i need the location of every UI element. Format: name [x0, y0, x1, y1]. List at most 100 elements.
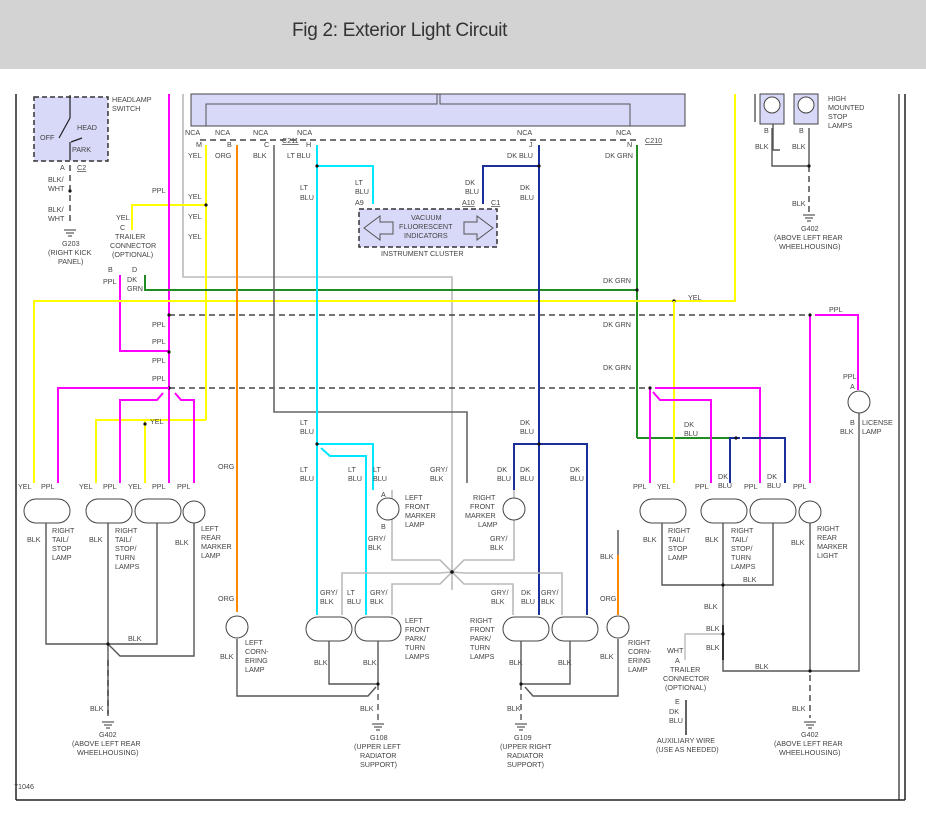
blk-label: BLK: [541, 597, 555, 606]
left-cornering-lamp: [225, 615, 249, 639]
yel-trailer-wire: [131, 204, 206, 230]
bulb-icon: [797, 96, 815, 114]
yel-label: YEL: [128, 482, 142, 491]
g108-label: (UPPER LEFT: [354, 742, 401, 751]
high-mounted-label: HIGH: [828, 94, 846, 103]
blk-label: BLK: [705, 535, 719, 544]
blk-label: BLK: [368, 543, 382, 552]
license-lamp: [847, 390, 871, 414]
pin-b: B: [381, 522, 386, 531]
dk-grn-label: DK GRN: [603, 276, 631, 285]
splice-dot: [721, 632, 725, 636]
left-rear-marker-label: LEFT: [201, 524, 219, 533]
lt-label: LT: [347, 588, 355, 597]
blk-label: BLK: [89, 535, 103, 544]
ground-g402-icon: [803, 214, 815, 222]
right-front-park-lamp-2: [551, 616, 599, 642]
ppl-label: PPL: [829, 305, 843, 314]
pin-m: M: [196, 140, 202, 149]
blk-label: BLK: [490, 543, 504, 552]
dk-blu-wire: [513, 443, 539, 490]
ground-g203-icon: [64, 229, 76, 237]
right-rear-marker-lamp: [798, 500, 822, 524]
turn-lamp-label: RIGHT: [731, 526, 754, 535]
dk-label: DK: [767, 472, 777, 481]
vfi-label: FLUORESCENT: [399, 222, 453, 231]
right-rear-ground-wires: [661, 94, 860, 672]
gry-label: GRY/: [320, 588, 337, 597]
figure-id: 71046: [14, 782, 34, 791]
yel-label: YEL: [188, 232, 202, 241]
splice-dot: [537, 442, 541, 446]
front-ground-wires: [236, 639, 619, 722]
right-front-park-label: LAMPS: [470, 652, 495, 661]
blk-label: BLK: [840, 427, 854, 436]
module-internal-lines: [205, 94, 631, 126]
ppl-label: PPL: [152, 374, 166, 383]
blu-label: BLU: [348, 474, 362, 483]
dk-blu-wire: [742, 437, 786, 483]
ppl-wire: [119, 392, 164, 483]
right-cornering-label: LAMP: [628, 665, 648, 674]
high-mounted-label: STOP: [828, 112, 848, 121]
blk-label: BLK: [491, 597, 505, 606]
g109-label: SUPPORT): [507, 760, 544, 769]
left-front-park-label: LAMPS: [405, 652, 430, 661]
yel-label: YEL: [18, 482, 32, 491]
left-rear-marker-label: REAR: [201, 533, 221, 542]
left-cornering-label: LEFT: [245, 638, 263, 647]
splice-dot: [315, 442, 319, 446]
blk-label: BLK: [792, 199, 806, 208]
lt-label: LT: [373, 465, 381, 474]
right-front-marker-label: LAMP: [478, 520, 498, 529]
left-front-marker-label: MARKER: [405, 511, 436, 520]
turn-lamp-label: STOP/: [731, 544, 752, 553]
c210-label: C210: [645, 136, 662, 145]
splice-dot: [807, 164, 811, 168]
dk-grn-trailer-wire: [144, 275, 637, 291]
high-mounted-label: MOUNTED: [828, 103, 864, 112]
dk-blu-wire: [729, 437, 740, 483]
ppl-label: PPL: [152, 320, 166, 329]
g109-label: RADIATOR: [507, 751, 543, 760]
gry-label: GRY/: [370, 588, 387, 597]
pin-b: B: [850, 418, 855, 427]
blk-label: BLK: [507, 704, 521, 713]
right-front-marker-lamp: [502, 497, 526, 521]
ppl-label: PPL: [152, 482, 166, 491]
dk-label: DK: [718, 472, 728, 481]
dk-grn-label: DK GRN: [603, 320, 631, 329]
arrow-right-icon: [463, 215, 494, 241]
g402-label: (ABOVE LEFT REAR: [774, 233, 843, 242]
figure-title: Fig 2: Exterior Light Circuit: [292, 20, 508, 41]
ground-g108-icon: [372, 723, 384, 731]
yel-label: YEL: [188, 212, 202, 221]
yel-label: YEL: [188, 192, 202, 201]
left-front-park-lamp-1: [305, 616, 353, 642]
blk-label: BLK: [320, 597, 334, 606]
splice-dot: [106, 642, 110, 646]
ppl-wire: [57, 387, 169, 483]
trailer-connector-label: (OPTIONAL): [112, 250, 153, 259]
lt-blu-label: LT BLU: [287, 151, 311, 160]
a10-label: A10: [462, 198, 475, 207]
ground-g402-icon: [102, 721, 114, 729]
trailer-connector-label: (OPTIONAL): [665, 683, 706, 692]
blk-label: BLK: [755, 142, 769, 151]
ppl-wire: [174, 392, 195, 483]
left-rear-turn-lamp-2: [134, 498, 182, 524]
trailer-connector-label: TRAILER: [115, 232, 145, 241]
headlamp-switch-label-1: HEADLAMP: [112, 95, 152, 104]
ppl-wire: [652, 391, 712, 483]
g402-label: WHEELHOUSING): [77, 748, 139, 757]
blu-label: BLU: [669, 716, 683, 725]
turn-lamp-label: TURN: [731, 553, 751, 562]
blk-label: BLK: [363, 658, 377, 667]
turn-lamp-label: LAMPS: [115, 562, 140, 571]
a9-label: A9: [355, 198, 364, 207]
right-rear-turn-lamp-1: [700, 498, 748, 524]
g402-label: G402: [801, 730, 819, 739]
splice-dot: [519, 682, 523, 686]
yel-label: YEL: [116, 213, 130, 222]
